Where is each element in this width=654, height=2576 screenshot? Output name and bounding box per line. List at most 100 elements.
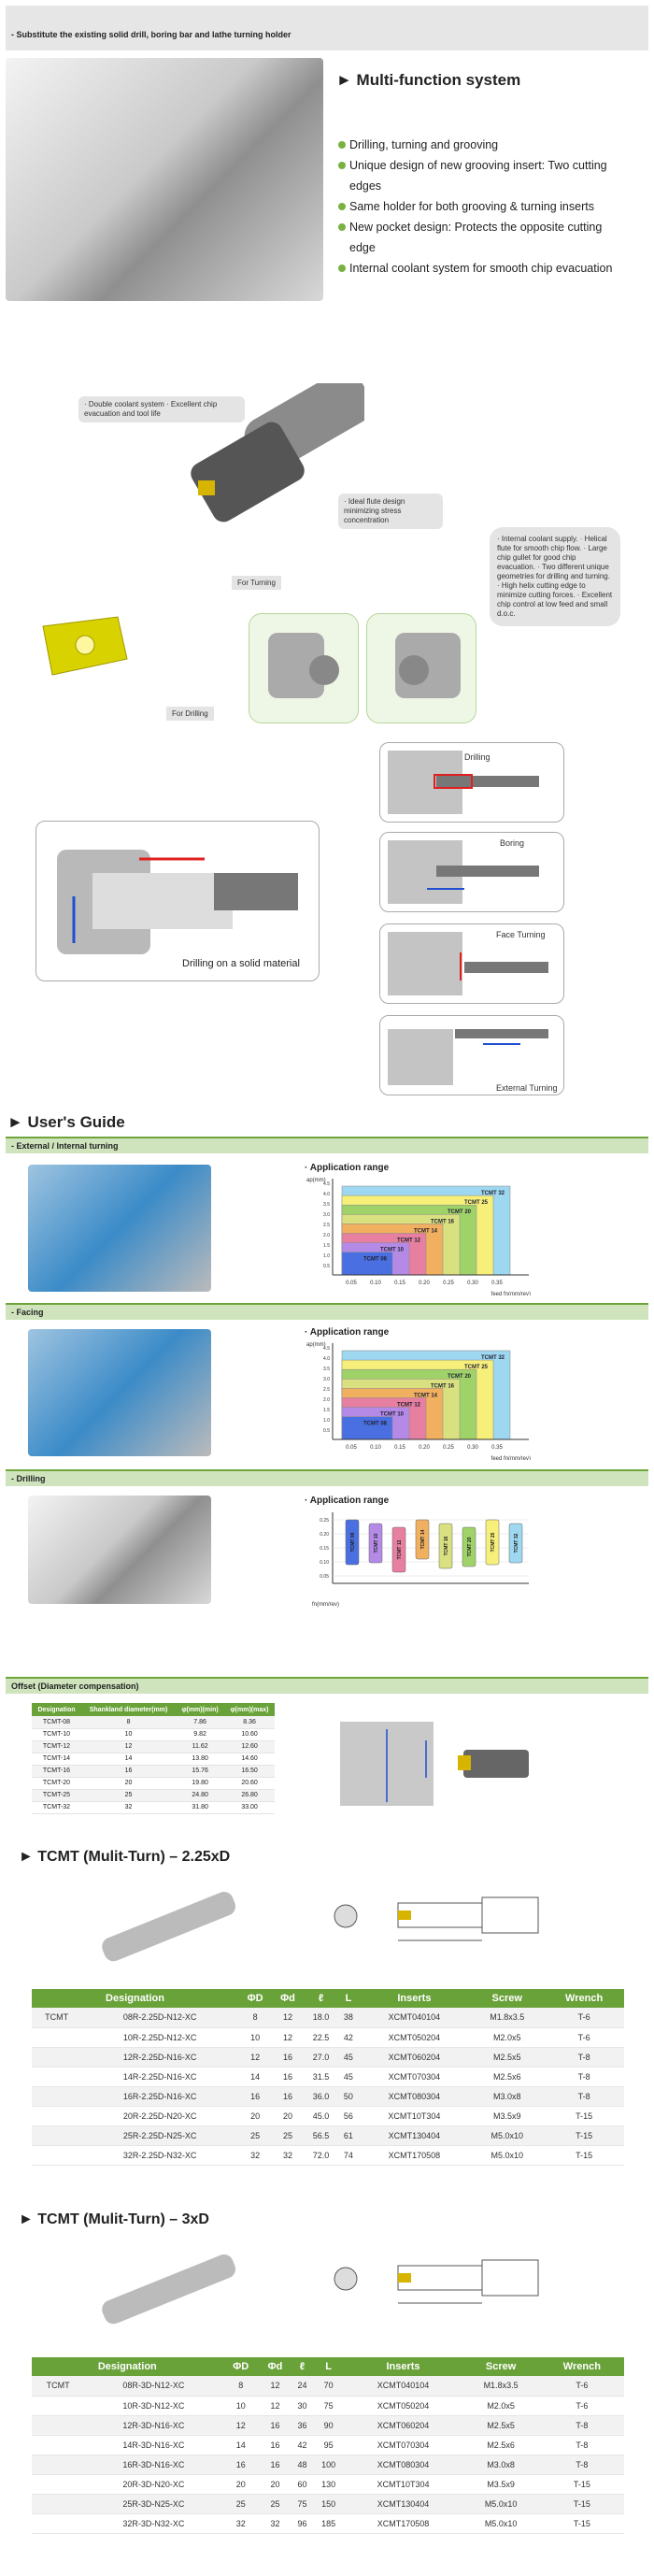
table-cell: M5.0x10: [470, 2145, 545, 2166]
table-cell: 16R-2.25D-N16-XC: [81, 2086, 238, 2107]
chart-y-tick: 0.25: [320, 1518, 329, 1524]
chart-series-label: TCMT 08: [350, 1532, 356, 1552]
tcmt-225-drawing: [334, 1896, 539, 1941]
table-cell: 100: [312, 2454, 345, 2475]
table-cell: 08R-2.25D-N12-XC: [81, 2008, 238, 2028]
table-cell: 10.60: [224, 1728, 275, 1741]
table-cell: 15.76: [176, 1765, 225, 1778]
table-cell: 20: [272, 2106, 304, 2126]
table-cell: XCMT050204: [344, 2396, 462, 2416]
holder-image-left: [249, 613, 359, 723]
table-cell: T-15: [544, 2145, 624, 2166]
table-cell: XCMT060204: [344, 2415, 462, 2436]
table-cell: 75: [312, 2396, 345, 2416]
table-cell: 32R-3D-N32-XC: [84, 2513, 223, 2534]
table-cell: TCMT: [32, 2008, 82, 2028]
tcmt-3-title: ► TCMT (Mulit-Turn) – 3xD: [19, 2211, 209, 2227]
table-cell: 42: [338, 2027, 359, 2048]
table-cell: 75: [291, 2494, 313, 2514]
external-turning-photo: [28, 1165, 211, 1292]
table-header-cell: ℓ: [303, 1989, 339, 2008]
chart-x-label: feed fn(mm/rev): [491, 1456, 531, 1460]
table-cell: M1.8x3.5: [462, 2376, 540, 2397]
chart-x-tick: 0.25: [443, 1445, 454, 1451]
table-cell: 25: [81, 1789, 177, 1802]
table-cell: T-6: [539, 2396, 624, 2416]
table-cell: 32R-2.25D-N32-XC: [81, 2145, 238, 2166]
table-cell: M2.0x5: [470, 2027, 545, 2048]
table-cell: 25: [222, 2494, 259, 2514]
chart-x-tick: 0.10: [370, 1445, 381, 1451]
table-header-cell: φ(mm)(max): [224, 1703, 275, 1716]
chart-y-tick: 0.5: [323, 1264, 330, 1269]
table-cell: M3.0x8: [462, 2454, 540, 2475]
table-cell: 10R-3D-N12-XC: [84, 2396, 223, 2416]
table-cell: 16: [81, 1765, 177, 1778]
table-cell: [32, 2145, 82, 2166]
chart-series-label: TCMT 16: [444, 1536, 449, 1555]
table-cell: 10: [81, 1728, 177, 1741]
table-cell: M5.0x10: [462, 2494, 540, 2514]
section-facing: - Facing: [6, 1303, 648, 1320]
table-cell: 16: [272, 2067, 304, 2087]
chart-series-label: TCMT 14: [420, 1529, 426, 1549]
chart-y-tick: 3.5: [323, 1367, 330, 1372]
table-cell: T-8: [539, 2454, 624, 2475]
chart-x-tick: 0.05: [346, 1445, 357, 1451]
table-cell: T-15: [539, 2474, 624, 2495]
table-cell: 12: [258, 2376, 292, 2397]
chart-x-tick: 0.35: [491, 1281, 503, 1286]
table-cell: 25R-2.25D-N25-XC: [81, 2125, 238, 2146]
chart-y-tick: 0.20: [320, 1532, 329, 1538]
chart-x-tick: 0.30: [467, 1445, 478, 1451]
table-cell: 42: [291, 2435, 313, 2455]
section-offset: Offset (Diameter compensation): [6, 1677, 648, 1694]
chart-y-tick: 4.5: [323, 1346, 330, 1352]
table-cell: 96: [291, 2513, 313, 2534]
table-cell: 7.86: [176, 1716, 225, 1729]
operation-external-turning: External Turning: [379, 1015, 564, 1095]
table-cell: 20: [222, 2474, 259, 2495]
chart-series-label: TCMT 32: [481, 1355, 505, 1361]
table-cell: 30: [291, 2396, 313, 2416]
chart-y-tick: 2.5: [323, 1223, 330, 1228]
table-cell: XCMT10T304: [358, 2106, 471, 2126]
feature-item: Unique design of new grooving insert: Tw…: [338, 155, 618, 196]
label-for-drilling: For Drilling: [166, 707, 214, 721]
chart-x-tick: 0.20: [419, 1281, 430, 1286]
table-cell: M3.5x9: [470, 2106, 545, 2126]
table-header-cell: Designation: [32, 1989, 238, 2008]
table-cell: 20: [81, 1777, 177, 1790]
table-cell: 16: [222, 2454, 259, 2475]
chart-x-tick: 0.10: [370, 1281, 381, 1286]
tcmt-3-drill-photo: [102, 2254, 236, 2325]
chart-bar: [415, 1519, 430, 1560]
table-cell: 19.80: [176, 1777, 225, 1790]
table-cell: M5.0x10: [462, 2513, 540, 2534]
feature-item: New pocket design: Protects the opposite…: [338, 217, 618, 258]
chart-x-tick: 0.25: [443, 1281, 454, 1286]
holder-image-right: [366, 613, 476, 723]
chart-bar: [341, 1416, 393, 1440]
users-guide-title: ► User's Guide: [7, 1113, 125, 1131]
table-cell: TCMT: [32, 2376, 85, 2397]
table-cell: 36.0: [303, 2086, 339, 2107]
chart-x-tick: 0.15: [394, 1445, 405, 1451]
chart-series-label: TCMT 14: [414, 1228, 438, 1234]
chart-y-tick: 1.0: [323, 1418, 330, 1424]
table-cell: 90: [312, 2415, 345, 2436]
chart-x-tick: 0.35: [491, 1445, 503, 1451]
table-cell: XCMT080304: [358, 2086, 471, 2107]
table-cell: 25: [272, 2125, 304, 2146]
table-cell: XCMT040104: [358, 2008, 471, 2028]
